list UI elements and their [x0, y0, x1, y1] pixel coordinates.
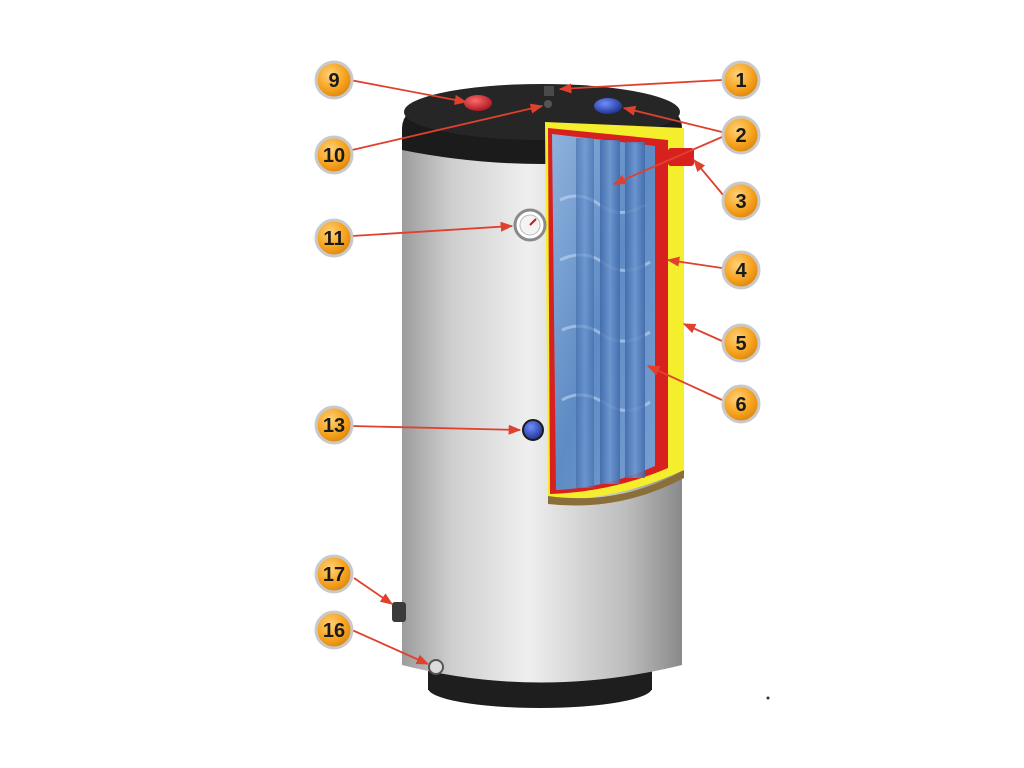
cutaway-bottom-rim [548, 470, 684, 506]
arrow-10 [351, 103, 544, 151]
arrow-3 [693, 159, 725, 197]
callout-badge-5: 5 [721, 323, 761, 363]
cold-water-inlet [594, 98, 622, 114]
coil-column [625, 142, 645, 478]
callout-label: 13 [323, 415, 345, 437]
callout-label: 1 [735, 70, 746, 92]
callout-label: 10 [323, 145, 345, 167]
drain-valve [428, 659, 444, 675]
callout-badge-6: 6 [721, 384, 761, 424]
callout-label: 16 [323, 620, 345, 642]
arrow-11 [351, 221, 514, 237]
callout-label: 9 [328, 70, 339, 92]
callout-badge-9: 9 [314, 60, 354, 100]
arrow-9 [349, 79, 468, 105]
callout-label: 11 [323, 228, 344, 250]
arrow-1 [558, 79, 723, 94]
thermometer-needle [529, 218, 537, 226]
arrow-5 [682, 323, 723, 342]
callout-label: 17 [323, 564, 345, 586]
callout-label: 3 [735, 191, 746, 213]
stray-dot [766, 696, 770, 700]
anode-port [544, 100, 552, 108]
callout-label: 5 [735, 333, 746, 355]
hot-water-outlet [464, 95, 492, 111]
callout-label: 6 [735, 394, 746, 416]
callout-badge-4: 4 [721, 250, 761, 290]
arrow-2b [612, 136, 723, 185]
sensor-sleeve [544, 86, 554, 96]
callout-arrows [349, 79, 725, 665]
arrow-17 [353, 577, 394, 605]
callout-badge-13: 13 [314, 405, 354, 445]
arrow-2a [622, 105, 723, 133]
callout-badge-2: 2 [721, 115, 761, 155]
coil-column [576, 138, 594, 488]
callout-badge-16: 16 [314, 610, 354, 650]
callout-label: 2 [735, 125, 746, 147]
coil-column [600, 140, 620, 484]
arrow-4 [666, 256, 723, 269]
arrow-16 [351, 629, 430, 665]
recirculation-port [522, 419, 544, 441]
callout-label: 4 [735, 260, 747, 282]
side-fitting [392, 602, 406, 622]
callout-badge-1: 1 [721, 60, 761, 100]
callout-badge-17: 17 [314, 554, 354, 594]
callout-badge-3: 3 [721, 181, 761, 221]
callout-badge-10: 10 [314, 135, 354, 175]
arrow-6 [646, 365, 723, 401]
callout-badge-11: 11 [314, 218, 354, 258]
arrow-13 [351, 424, 522, 435]
